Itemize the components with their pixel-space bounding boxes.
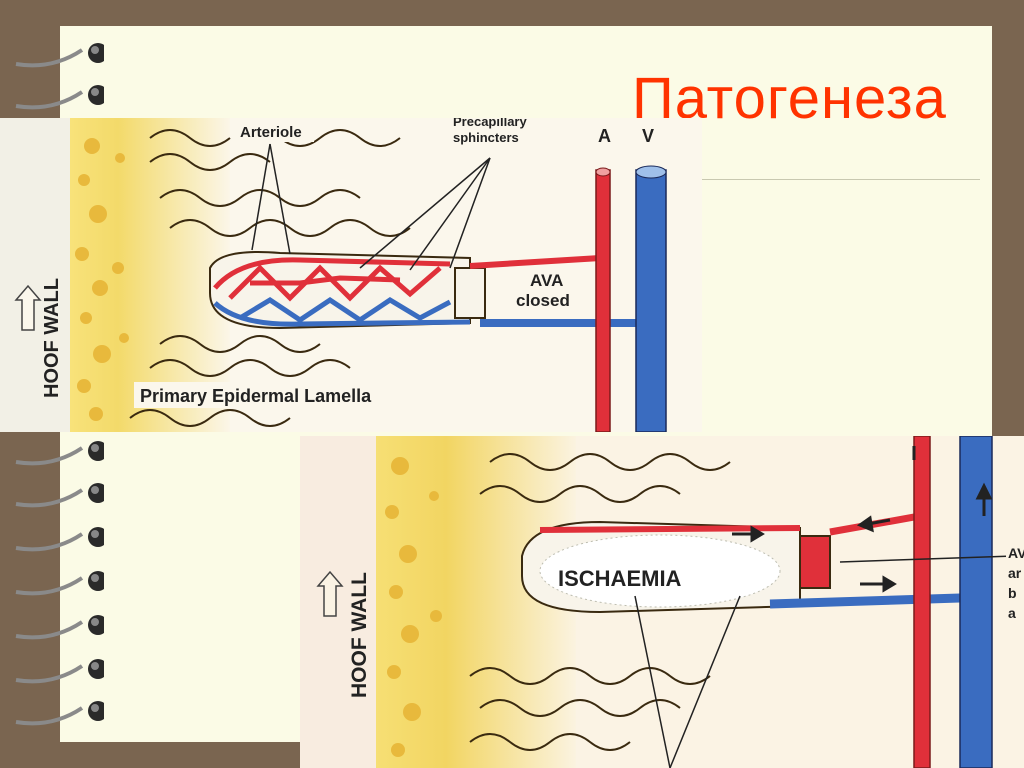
spiral-binding-ring-icon — [15, 441, 104, 466]
arterial-rim — [539, 525, 801, 533]
slide-title: Патогенеза — [632, 66, 947, 131]
hoof-wall-label: HOOF WALL — [41, 278, 63, 398]
sphincters-label-line2: sphincters — [453, 130, 519, 145]
arterial-network — [213, 257, 451, 302]
cut-off-label: AV ar b a — [1006, 536, 1024, 628]
title-divider — [688, 179, 980, 180]
hoof-wall-strip — [300, 436, 376, 768]
artery-vessel — [595, 169, 611, 432]
leader-lines — [634, 555, 1015, 768]
hoof-wall-label: HOOF WALL — [348, 572, 371, 698]
up-arrow-icon — [316, 570, 344, 617]
ava-open-shunt — [799, 535, 831, 589]
vein-vessel — [959, 436, 993, 768]
ava-label-line1: AVA — [530, 271, 563, 290]
artery-vessel — [913, 436, 931, 768]
cut-label-char: a — [1008, 605, 1016, 621]
arteriole-label: Arteriole — [240, 124, 302, 141]
tissue-dots — [75, 138, 129, 421]
ava-label-line2: closed — [516, 291, 570, 310]
venous-network — [213, 296, 471, 327]
tissue-dots — [385, 457, 442, 757]
spiral-binding-ring-icon — [15, 527, 104, 552]
ava-shunt — [454, 267, 486, 319]
ischaemia-zone — [539, 534, 781, 608]
cut-label-char: ar — [1008, 565, 1022, 581]
venule-connector — [769, 593, 961, 609]
up-arrow-icon — [14, 284, 42, 331]
spiral-binding-ring-icon — [15, 659, 104, 684]
cut-label-char: AV — [1008, 545, 1024, 561]
cut-label-char: b — [1008, 585, 1017, 601]
ischaemia-label: ISCHAEMIA — [558, 566, 682, 591]
spiral-binding-ring-icon — [15, 701, 104, 726]
spiral-binding-ring-icon — [15, 43, 104, 68]
leader-lines — [251, 143, 491, 271]
flow-arrows — [732, 446, 993, 593]
sphincters-label-line1: Precapillary — [453, 118, 527, 129]
spiral-binding-ring-icon — [15, 615, 104, 640]
normal-lamella-figure: Arteriole Precapillary sphincters A V AV… — [0, 118, 702, 432]
lamella-label: Primary Epidermal Lamella — [140, 386, 372, 406]
spiral-binding-ring-icon — [15, 571, 104, 596]
hoof-wall-strip — [0, 118, 70, 432]
spiral-binding-ring-icon — [15, 85, 104, 110]
spiral-binding-ring-icon — [15, 483, 104, 508]
ischaemia-lamella-figure: ISCHAEMIA AV ar b a HOOF WALL — [300, 436, 1024, 768]
vein-label: V — [642, 126, 654, 146]
vein-vessel — [635, 169, 667, 432]
secondary-lamellae — [469, 453, 731, 751]
artery-label: A — [598, 126, 611, 146]
